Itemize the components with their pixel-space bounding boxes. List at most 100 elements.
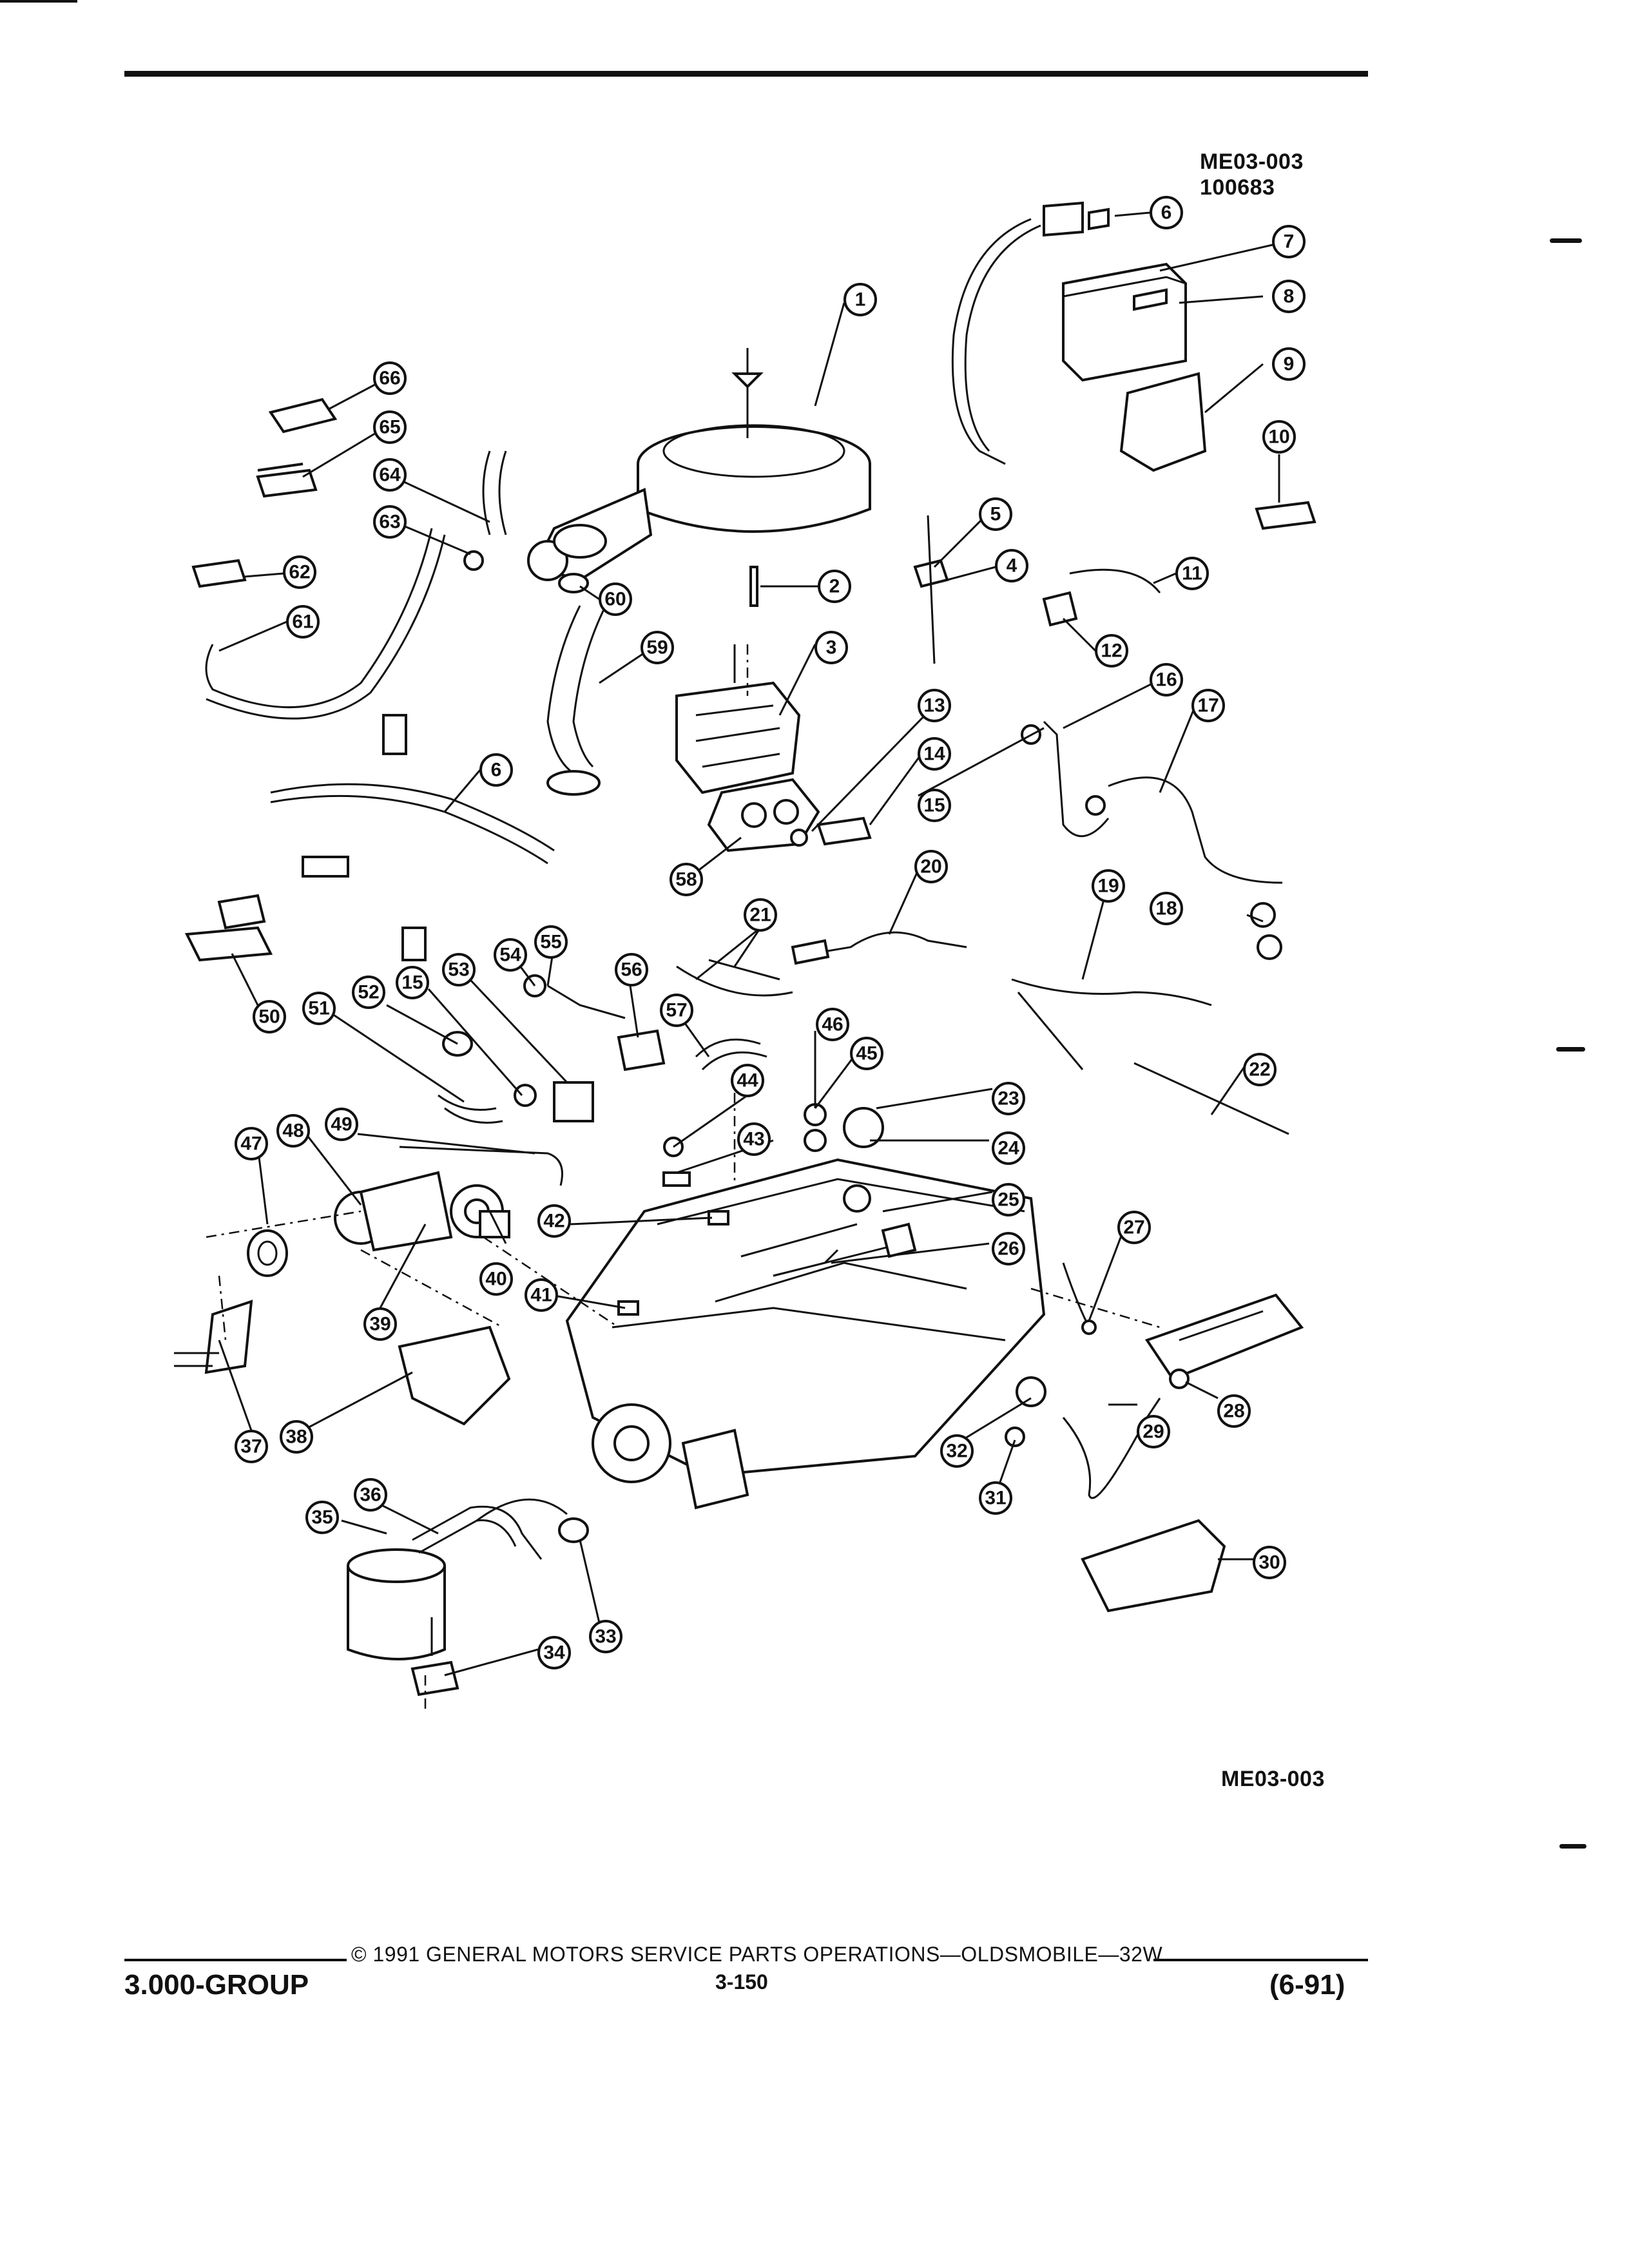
svg-text:5: 5 <box>990 504 1001 525</box>
svg-text:60: 60 <box>604 589 626 610</box>
figure-code: ME03-003 <box>1200 149 1304 174</box>
svg-text:45: 45 <box>856 1043 877 1064</box>
footer-rule-left <box>124 1959 347 1961</box>
svg-text:52: 52 <box>358 982 379 1003</box>
callout-48: 48 <box>276 1114 310 1148</box>
svg-text:58: 58 <box>675 869 697 890</box>
svg-text:35: 35 <box>311 1507 333 1528</box>
revision-date: (6-91) <box>1269 1969 1345 2001</box>
callout-62: 62 <box>283 555 316 589</box>
svg-text:28: 28 <box>1223 1401 1244 1422</box>
svg-text:11: 11 <box>1182 563 1202 584</box>
callout-4: 4 <box>995 549 1028 582</box>
edge-mark <box>1550 238 1582 243</box>
callout-57: 57 <box>660 994 693 1027</box>
callout-29: 29 <box>1137 1415 1170 1448</box>
callout-44: 44 <box>731 1064 764 1097</box>
evap-canister <box>347 1548 446 1660</box>
callout-13: 13 <box>918 689 951 722</box>
svg-text:27: 27 <box>1123 1217 1144 1238</box>
carburetor <box>675 644 801 794</box>
svg-text:7: 7 <box>1284 231 1295 253</box>
callout-56: 56 <box>615 953 648 986</box>
svg-text:2: 2 <box>829 576 840 597</box>
callout-52: 52 <box>352 975 385 1009</box>
svg-text:56: 56 <box>621 959 642 981</box>
svg-text:33: 33 <box>595 1626 616 1648</box>
svg-text:25: 25 <box>998 1189 1019 1211</box>
callout-49: 49 <box>325 1108 358 1141</box>
svg-text:16: 16 <box>1155 669 1177 691</box>
callout-61: 61 <box>286 605 320 639</box>
copyright-notice: © 1991 GENERAL MOTORS SERVICE PARTS OPER… <box>351 1943 1163 1966</box>
callout-22: 22 <box>1243 1053 1277 1086</box>
callout-43: 43 <box>737 1122 771 1156</box>
svg-text:1: 1 <box>855 289 866 311</box>
callout-51: 51 <box>302 992 336 1025</box>
callout-18: 18 <box>1150 892 1183 925</box>
callout-47: 47 <box>235 1127 268 1160</box>
svg-text:65: 65 <box>379 417 400 438</box>
callout-66: 66 <box>373 361 407 395</box>
svg-text:57: 57 <box>666 1000 687 1021</box>
svg-text:54: 54 <box>499 945 521 966</box>
callout-6: 6 <box>1150 196 1183 229</box>
callout-11: 11 <box>1175 557 1209 590</box>
callout-45: 45 <box>850 1037 883 1070</box>
svg-text:4: 4 <box>1007 555 1017 577</box>
callout-35: 35 <box>305 1501 339 1534</box>
svg-text:46: 46 <box>822 1014 843 1035</box>
svg-text:29: 29 <box>1142 1421 1164 1443</box>
callout-46: 46 <box>816 1008 849 1041</box>
svg-text:51: 51 <box>308 998 329 1019</box>
svg-text:26: 26 <box>998 1238 1019 1260</box>
callout-39: 39 <box>363 1307 397 1341</box>
svg-text:19: 19 <box>1097 876 1119 897</box>
svg-text:32: 32 <box>946 1441 967 1462</box>
callout-1: 1 <box>843 283 877 316</box>
callout-7: 7 <box>1272 225 1306 258</box>
callout-15: 15 <box>918 789 951 822</box>
callout-63: 63 <box>373 505 407 539</box>
callout-38: 38 <box>280 1420 313 1454</box>
svg-text:50: 50 <box>258 1006 280 1028</box>
callout-59: 59 <box>641 631 674 664</box>
svg-text:63: 63 <box>379 512 400 533</box>
callout-12: 12 <box>1095 634 1128 668</box>
svg-text:14: 14 <box>923 744 945 765</box>
callout-53: 53 <box>442 953 476 986</box>
figure-caption-code: ME03-003 <box>1221 1767 1325 1791</box>
callout-37: 37 <box>235 1430 268 1463</box>
callout-58: 58 <box>670 863 703 896</box>
callout-31: 31 <box>979 1481 1012 1515</box>
header-rule <box>124 71 1368 77</box>
callout-2: 2 <box>818 570 851 603</box>
callout-54: 54 <box>494 938 527 972</box>
svg-text:62: 62 <box>289 562 310 583</box>
svg-text:34: 34 <box>543 1642 565 1664</box>
callout-41: 41 <box>525 1278 558 1312</box>
callout-9: 9 <box>1272 347 1306 381</box>
group-label: 3.000-GROUP <box>124 1969 309 2001</box>
callout-40: 40 <box>479 1262 513 1296</box>
edge-mark <box>1559 1844 1586 1849</box>
svg-text:15: 15 <box>923 795 945 816</box>
svg-text:64: 64 <box>379 465 401 486</box>
svg-text:59: 59 <box>646 637 668 658</box>
engine-block <box>565 1158 1046 1510</box>
svg-text:42: 42 <box>543 1211 564 1232</box>
edge-mark <box>1556 1047 1585 1052</box>
svg-text:44: 44 <box>737 1070 758 1091</box>
svg-text:47: 47 <box>240 1133 262 1155</box>
svg-text:18: 18 <box>1155 898 1177 919</box>
svg-text:12: 12 <box>1101 640 1122 662</box>
svg-text:48: 48 <box>282 1120 304 1142</box>
svg-text:31: 31 <box>985 1488 1006 1509</box>
svg-text:15: 15 <box>401 972 423 994</box>
callout-15b: 15 <box>396 966 429 999</box>
svg-text:43: 43 <box>743 1129 764 1150</box>
callout-65: 65 <box>373 410 407 444</box>
callout-27: 27 <box>1117 1211 1151 1244</box>
svg-text:24: 24 <box>998 1138 1019 1159</box>
